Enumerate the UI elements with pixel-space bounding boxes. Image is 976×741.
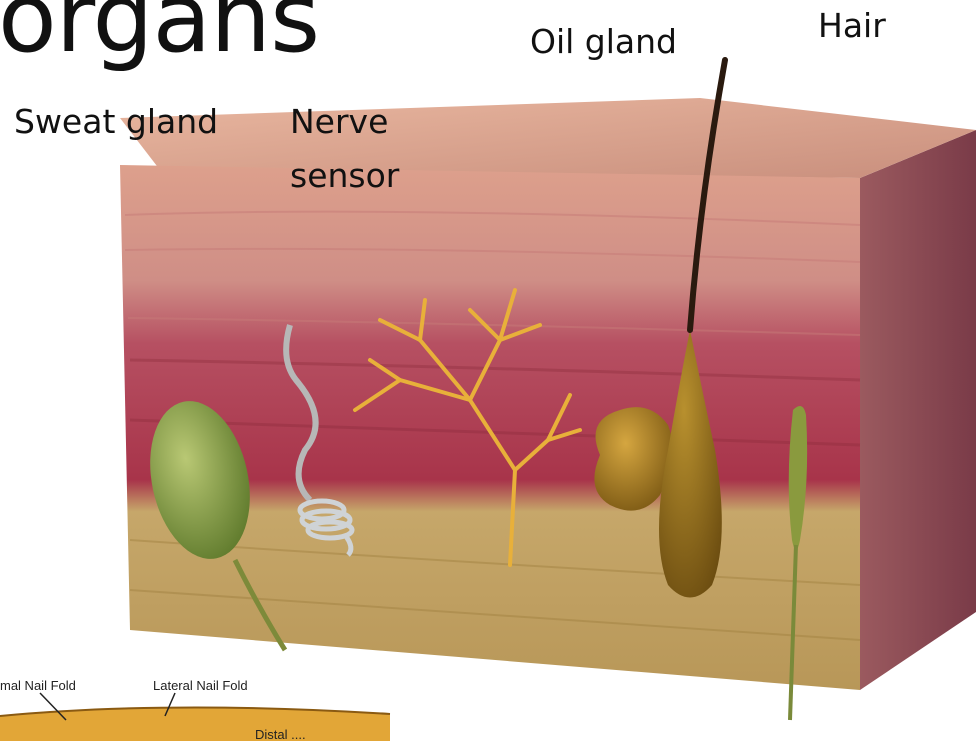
slide-title-fragment: organs (0, 0, 319, 74)
label-hair: Hair (818, 8, 886, 45)
inset-label-proximal-fold: mal Nail Fold (0, 678, 76, 693)
inset-label-cut-off: Distal .... (255, 727, 306, 741)
label-nerve-sensor-line2: sensor (290, 158, 399, 195)
label-sweat-gland: Sweat gland (14, 104, 218, 141)
label-oil-gland: Oil gland (530, 24, 677, 61)
skin-block-side-face (860, 130, 976, 690)
inset-label-lateral-fold: Lateral Nail Fold (153, 678, 248, 693)
label-nerve-sensor-line1: Nerve (290, 104, 388, 141)
nail-diagram-inset: mal Nail Fold Lateral Nail Fold Distal .… (0, 678, 390, 741)
skin-block-top-face (120, 98, 976, 178)
